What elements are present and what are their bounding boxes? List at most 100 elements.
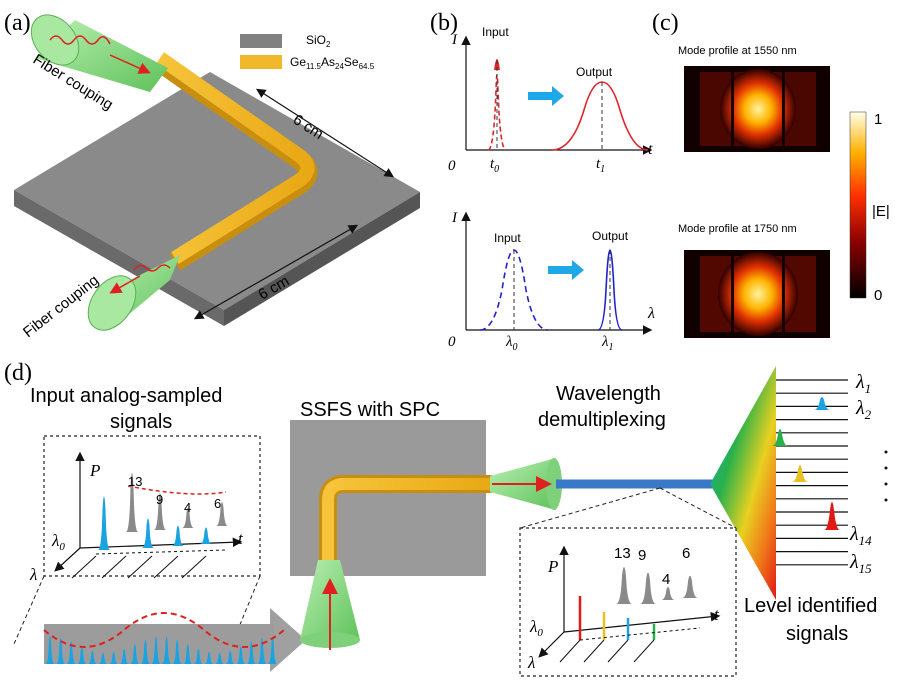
right-inset-p: P (547, 557, 558, 576)
mode-title-1550: Mode profile at 1550 nm (678, 45, 797, 57)
fiber-input-cone (30, 14, 168, 92)
strip-pulse (109, 652, 119, 664)
left-inset-pulse (98, 496, 110, 550)
right-inset-t: t (714, 605, 720, 624)
channel-lambda14: λ14 (849, 523, 872, 548)
wd-title-line1: Wavelength (556, 383, 661, 405)
right-inset-value-13: 13 (614, 545, 631, 562)
channel-lambda2: λ2 (855, 397, 872, 422)
panel-d: (d) Input analog-sampled signals SSFS wi… (4, 360, 888, 677)
left-inset-envelope (127, 485, 227, 495)
colorbar-label: |E| (872, 203, 890, 220)
right-inset-value-9: 9 (638, 547, 646, 564)
right-inset-rail (583, 639, 605, 663)
mode-profile-1550 (684, 66, 830, 152)
strip-pulse (162, 636, 172, 664)
strip-pulse (225, 650, 235, 664)
left-inset-rail (153, 555, 179, 579)
t1-label: t1 (596, 156, 605, 175)
right-inset-pulse (661, 587, 675, 600)
left-inset-pulse (216, 501, 228, 526)
output-label-bottom: Output (592, 229, 629, 243)
input-title-line1: Input analog-sampled (30, 385, 222, 407)
left-inset-lambda: λ (29, 565, 37, 584)
strip-pulse (183, 643, 193, 664)
left-inset-pulse (200, 527, 212, 544)
origin-label-bottom: 0 (448, 334, 456, 350)
left-inset: P t λ0 λ 13 9 4 6 (29, 435, 261, 584)
right-inset-rail (607, 639, 629, 663)
left-inset-value-6: 6 (214, 496, 221, 511)
left-inset-pulse (182, 507, 194, 528)
blue-arrow-bottom (548, 260, 584, 280)
right-inset-lambda0: λ0 (529, 617, 543, 639)
strip-pulse (151, 636, 161, 664)
length-arrow-top (255, 88, 395, 178)
strip-pulse (98, 652, 108, 664)
channel-lambda15: λ15 (849, 551, 872, 576)
channel-ellipsis (884, 450, 888, 502)
right-inset: P t λ0 λ 13 9 4 6 (519, 487, 737, 677)
strip-pulse (140, 639, 150, 664)
left-inset-pulse (154, 493, 166, 530)
left-inset-t: t (238, 529, 244, 548)
lambda1-label: λ1 (601, 334, 614, 353)
ssfs-title: SSFS with SPC (300, 399, 440, 421)
wd-title-line2: demultiplexing (538, 409, 666, 431)
input-label-bottom: Input (494, 231, 521, 245)
left-zoom-line-2 (231, 575, 261, 645)
axis-label-i-bottom: I (451, 210, 458, 226)
left-inset-rail (181, 555, 207, 579)
strip-pulse (130, 643, 140, 664)
input-spectrum (479, 249, 549, 331)
left-inset-rail (71, 555, 97, 579)
left-inset-value-13: 13 (128, 474, 142, 489)
right-inset-rail (559, 639, 581, 663)
strip-pulse (56, 637, 66, 664)
left-inset-value-4: 4 (184, 500, 191, 515)
demux-prism (710, 366, 776, 600)
origin-label-top: 0 (448, 158, 456, 174)
t0-label: t0 (490, 156, 499, 175)
left-inset-lambda0: λ0 (51, 531, 65, 553)
panel-c-label: (c) (652, 10, 679, 36)
strip-pulse (246, 641, 256, 664)
blue-arrow-top (528, 86, 564, 106)
right-inset-baseline (579, 627, 701, 641)
axis-label-t: t (648, 141, 653, 158)
panel-b: (b) I t 0 Input Output t0 t1 I λ 0 (430, 10, 655, 353)
left-inset-pulses (71, 472, 228, 579)
panel-b-label: (b) (430, 10, 458, 36)
fiber-output-cone (87, 255, 180, 331)
right-inset-pulse (640, 572, 656, 604)
right-inset-pulse (616, 567, 632, 604)
output-label-top: Output (576, 65, 613, 79)
output-spectrum (597, 249, 623, 331)
colorbar (849, 111, 867, 299)
strip-pulse (204, 652, 214, 664)
input-label-top: Input (482, 25, 509, 39)
axis-label-lambda: λ (647, 305, 655, 322)
strip-pulse (66, 641, 76, 664)
strip-pulse (215, 652, 225, 664)
mode-profile-1750 (684, 250, 830, 338)
level-title-line2: signals (786, 623, 848, 645)
strip-pulse (268, 636, 278, 664)
left-inset-pulse (172, 525, 184, 546)
input-title-line2: signals (110, 411, 172, 433)
plot-wavelength-domain: I λ 0 Input Output λ0 λ1 (448, 210, 655, 353)
strip-pulse (45, 636, 55, 664)
left-inset-rail (127, 555, 153, 579)
axis-label-i-top: I (451, 32, 458, 48)
wavelength-channels (776, 379, 848, 566)
length-arrow-bottom (193, 224, 359, 320)
strip-pulse (87, 650, 97, 664)
legend-label-sio2: SiO2 (306, 33, 331, 49)
strip-pulse (257, 637, 267, 664)
ssfs-chip (290, 420, 562, 650)
legend-swatch-sio2 (240, 34, 282, 48)
left-inset-pulse (142, 518, 154, 548)
left-inset-baseline (95, 549, 227, 555)
left-inset-rail (101, 555, 127, 579)
right-inset-value-6: 6 (682, 545, 690, 562)
